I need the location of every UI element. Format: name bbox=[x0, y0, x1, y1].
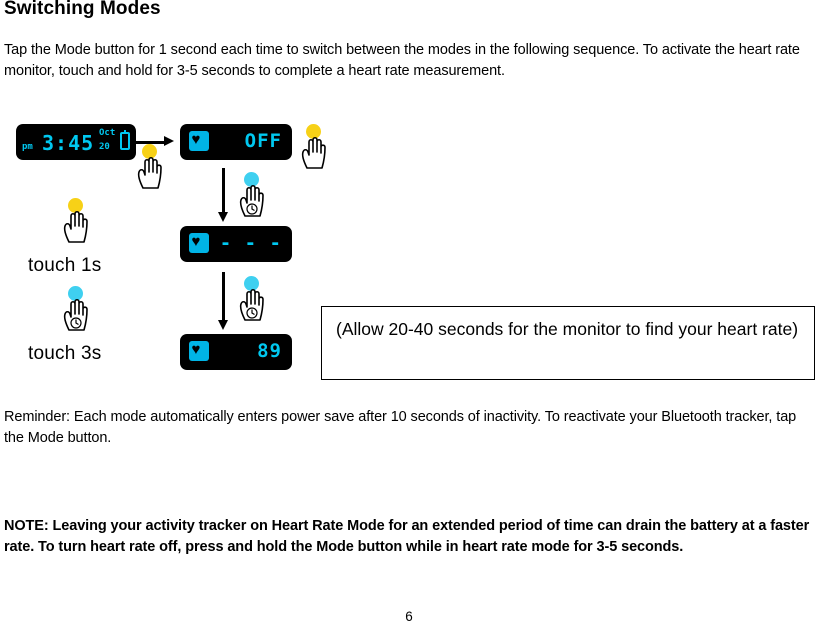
tap-flash-icon bbox=[68, 198, 83, 213]
heart-icon bbox=[189, 340, 209, 361]
hand-icon bbox=[238, 182, 268, 218]
hand-icon bbox=[62, 296, 92, 332]
heart-icon bbox=[189, 130, 209, 151]
arrow-down-icon-1 bbox=[217, 168, 228, 222]
watch-screen-hr-off: OFF bbox=[180, 124, 292, 160]
tap-1s-icon bbox=[136, 144, 170, 192]
time-value: 3:45 bbox=[42, 131, 95, 155]
hand-icon bbox=[300, 134, 330, 170]
hand-icon bbox=[62, 208, 92, 244]
tap-3s-icon-2 bbox=[238, 276, 272, 324]
arrow-right-icon bbox=[136, 136, 176, 146]
hand-icon bbox=[136, 154, 166, 190]
note-paragraph: NOTE: Leaving your activity tracker on H… bbox=[4, 518, 810, 555]
battery-icon bbox=[120, 130, 130, 150]
page-title: Switching Modes bbox=[4, 0, 161, 19]
hand-icon bbox=[238, 286, 268, 322]
arrow-head bbox=[217, 320, 228, 330]
legend-label-touch-3s: touch 3s bbox=[28, 343, 102, 364]
watch-screen-hr-result: 89 bbox=[180, 334, 292, 370]
tap-1s-icon-return bbox=[300, 124, 334, 172]
tap-3s-icon-1 bbox=[238, 172, 272, 220]
meridiem-label: pm bbox=[22, 142, 33, 152]
day-label: 20 bbox=[99, 142, 110, 152]
legend-label-touch-1s: touch 1s bbox=[28, 255, 102, 276]
hr-measuring-value: - - - bbox=[219, 232, 282, 254]
tap-flash-icon bbox=[244, 276, 259, 291]
arrow-down-icon-2 bbox=[217, 272, 228, 330]
watch-screen-time: pm 3:45 Oct 20 bbox=[16, 124, 136, 160]
tap-flash-icon bbox=[306, 124, 321, 139]
reminder-paragraph: Reminder: Each mode automatically enters… bbox=[4, 409, 797, 446]
tap-flash-icon bbox=[142, 144, 157, 159]
tap-flash-icon bbox=[244, 172, 259, 187]
month-label: Oct bbox=[99, 128, 116, 138]
legend-tap-1s-icon bbox=[62, 198, 96, 246]
arrow-head bbox=[217, 212, 228, 222]
arrow-shaft bbox=[222, 168, 225, 212]
watch-screen-hr-measuring: - - - bbox=[180, 226, 292, 262]
tap-flash-icon bbox=[68, 286, 83, 301]
arrow-shaft bbox=[136, 141, 166, 144]
legend-tap-3s-icon bbox=[62, 286, 96, 334]
intro-paragraph: Tap the Mode button for 1 second each ti… bbox=[4, 42, 800, 79]
arrow-head bbox=[164, 136, 174, 146]
mode-sequence-diagram: pm 3:45 Oct 20 OFF bbox=[0, 100, 818, 400]
arrow-shaft bbox=[222, 272, 225, 320]
hr-result-value: 89 bbox=[257, 340, 282, 362]
callout-box: (Allow 20-40 seconds for the monitor to … bbox=[321, 306, 815, 380]
hr-off-value: OFF bbox=[244, 130, 282, 152]
heart-icon bbox=[189, 232, 209, 253]
page-number: 6 bbox=[405, 609, 413, 624]
